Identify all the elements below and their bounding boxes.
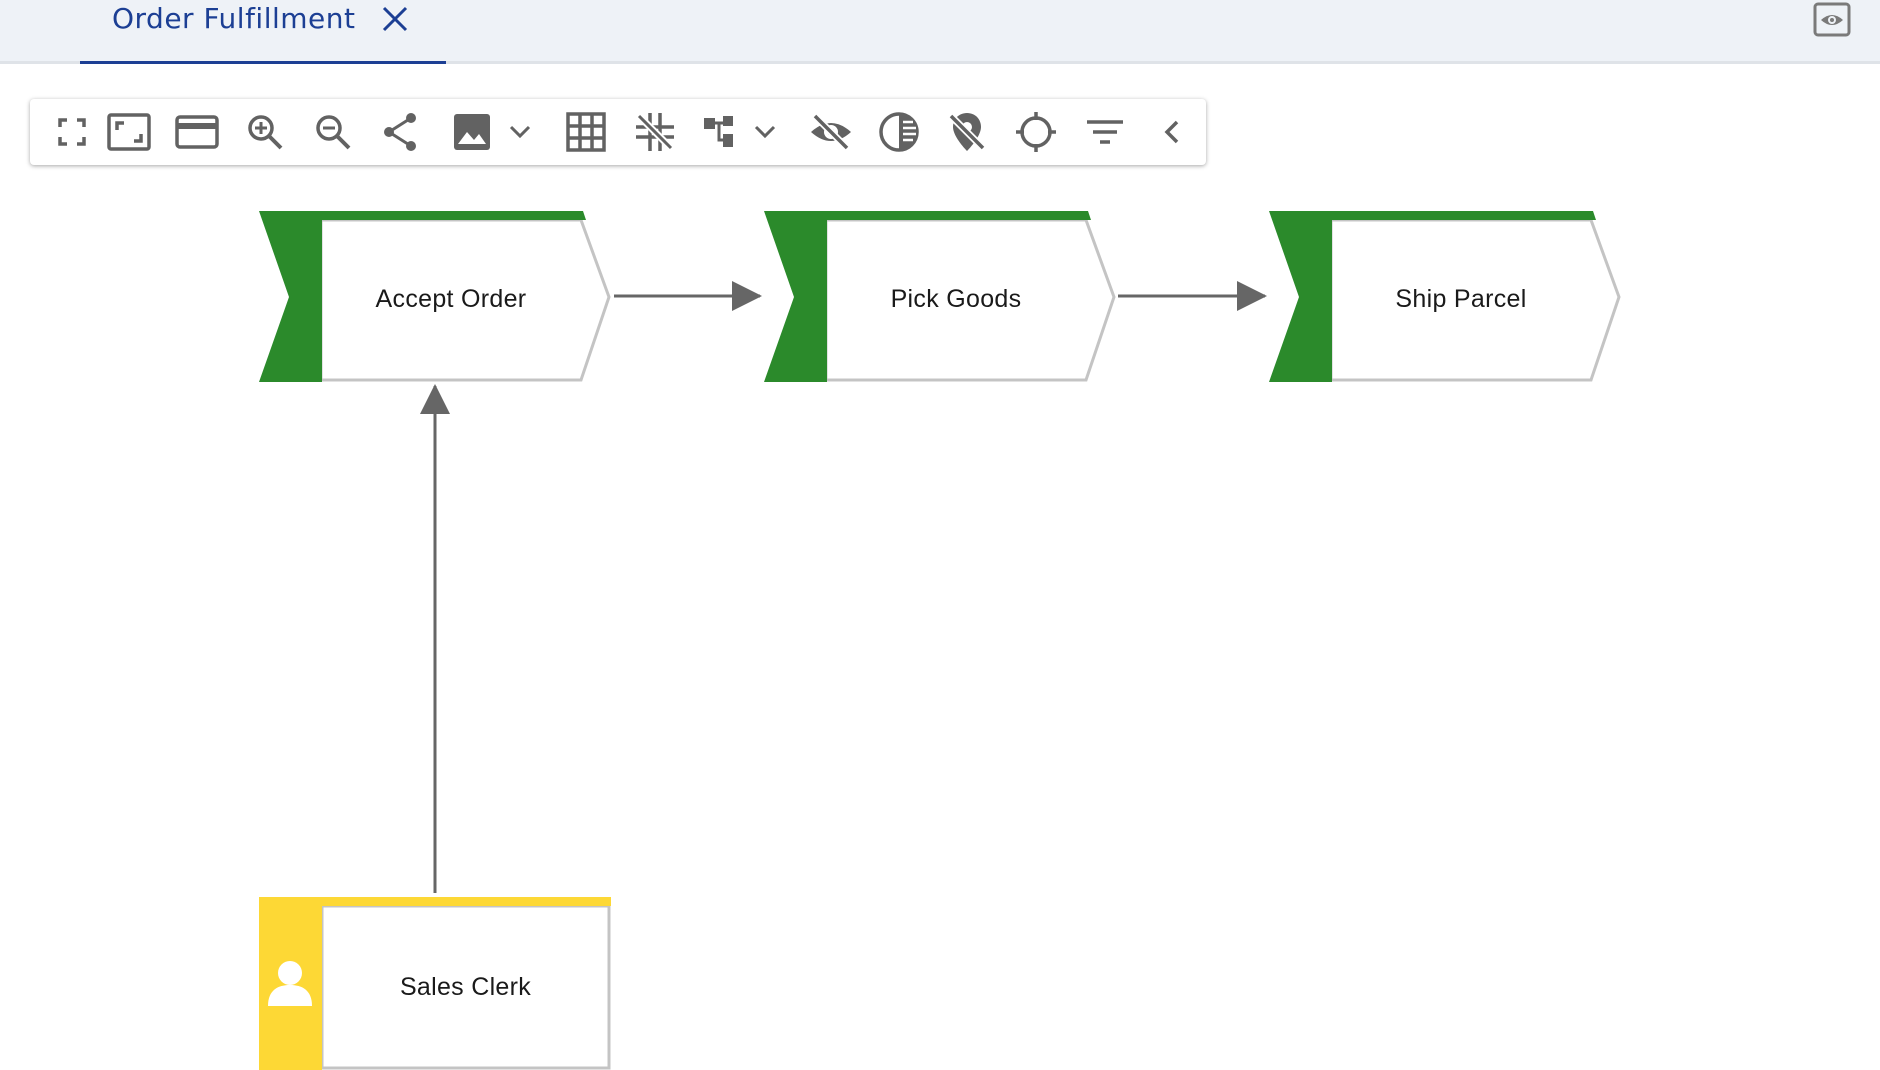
diagram-toolbar (30, 99, 1206, 165)
close-icon[interactable] (380, 4, 410, 34)
tab-order-fulfillment[interactable]: Order Fulfillment (80, 0, 446, 64)
tab-bar: Order Fulfillment (0, 0, 1880, 64)
grid-icon[interactable] (564, 110, 608, 154)
image-export-icon[interactable] (450, 110, 494, 154)
function-label-pick-goods: Pick Goods (890, 285, 1022, 313)
filter-icon[interactable] (1083, 110, 1127, 154)
zoom-in-icon[interactable] (243, 110, 287, 154)
chevron-left-icon[interactable] (1151, 110, 1195, 154)
tab-label: Order Fulfillment (112, 2, 356, 35)
chevron-down-icon[interactable] (505, 117, 535, 147)
eye-icon[interactable] (1812, 0, 1852, 40)
role-label-sales-clerk: Sales Clerk (399, 973, 532, 1001)
function-label-ship-parcel: Ship Parcel (1395, 285, 1527, 313)
fullscreen-icon[interactable] (50, 110, 94, 154)
zoom-out-icon[interactable] (311, 110, 355, 154)
crosshair-icon[interactable] (1014, 110, 1058, 154)
location-off-icon[interactable] (945, 110, 989, 154)
hide-icon[interactable] (809, 110, 853, 154)
snap-icon[interactable] (633, 110, 677, 154)
chevron-down-icon[interactable] (750, 117, 780, 147)
layout-icon[interactable] (701, 110, 745, 154)
fit-to-window-icon[interactable] (107, 110, 151, 154)
function-label-accept-order: Accept Order (375, 285, 527, 313)
card-view-icon[interactable] (175, 110, 219, 154)
share-icon[interactable] (379, 110, 423, 154)
person-icon (268, 961, 312, 1006)
contrast-icon[interactable] (877, 110, 921, 154)
